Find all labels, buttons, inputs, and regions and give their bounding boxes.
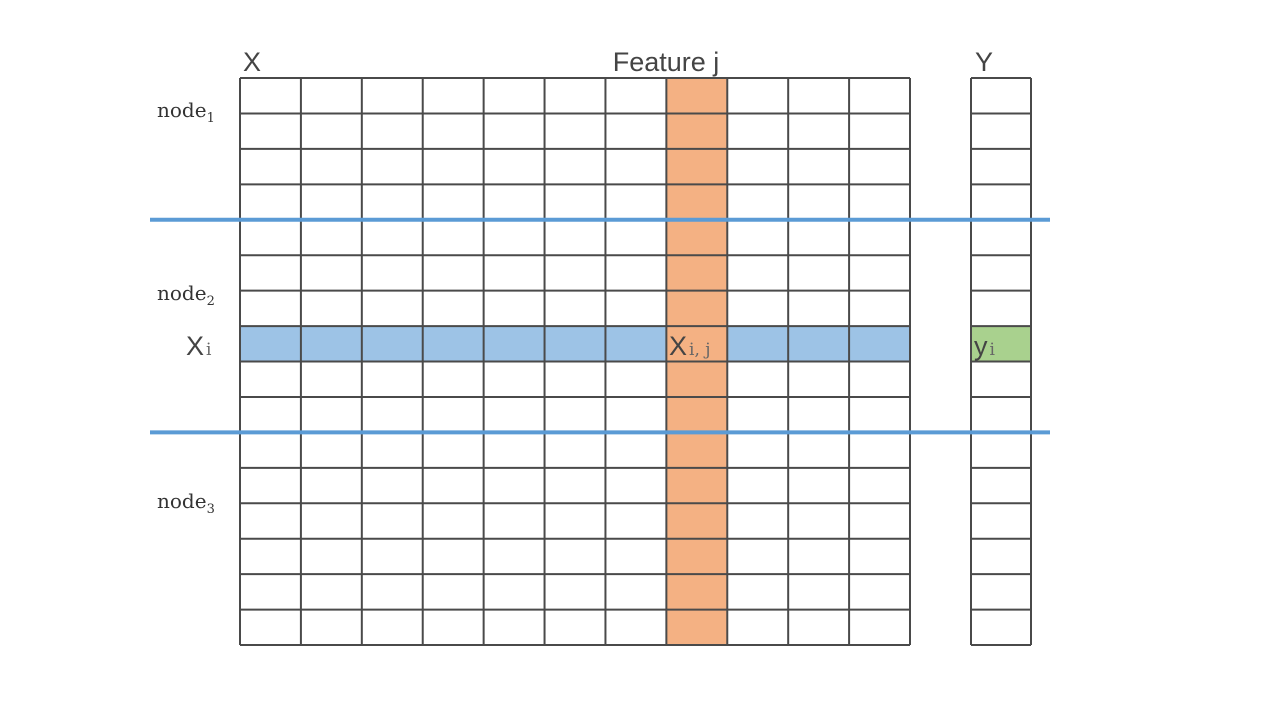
- y-vector-grid: [970, 77, 1032, 646]
- node-3-label: node3: [157, 489, 215, 517]
- target-cell-fill: [971, 326, 1031, 362]
- x-matrix-label: X: [243, 47, 261, 77]
- node-split-lines: [150, 217, 1050, 435]
- y-vector-label: Y: [975, 47, 993, 77]
- sample-row-fill: [240, 326, 910, 362]
- node-2-label: node2: [157, 281, 215, 309]
- node-1-label: node1: [157, 98, 215, 126]
- x-matrix-grid: [239, 77, 911, 646]
- feature-label: Feature j: [613, 47, 720, 77]
